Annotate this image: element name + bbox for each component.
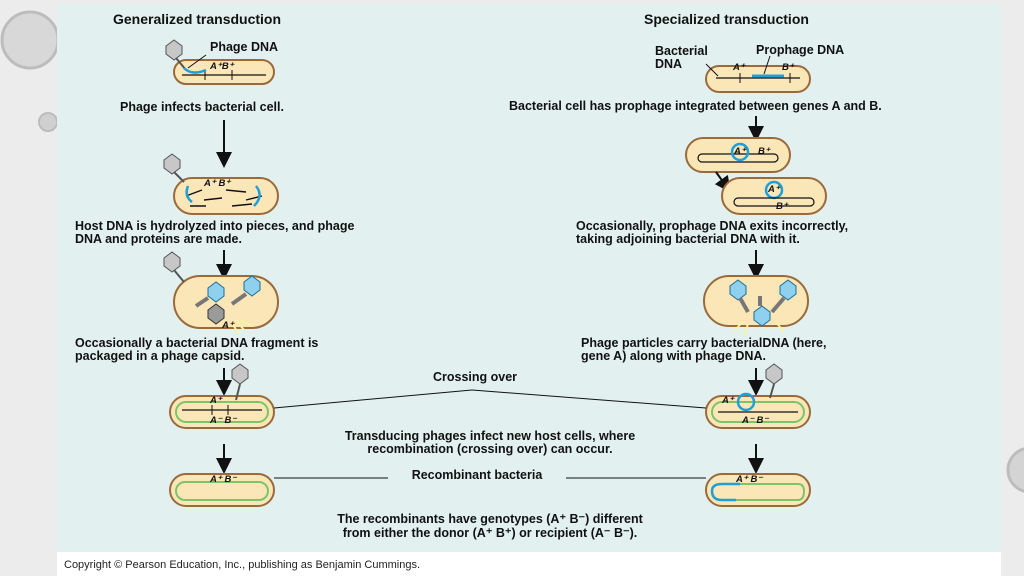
general-step4-gene-bottom: A⁻ B⁻ (210, 415, 237, 426)
special-step2b-gene-a: A⁺ (768, 184, 780, 195)
special-step4-gene-bottom: A⁻ B⁻ (742, 415, 769, 426)
general-step4-cell (169, 363, 275, 429)
phage-dna-label: Phage DNA (210, 40, 279, 54)
special-heading: Specialized transduction (644, 11, 809, 27)
special-step2-caption-line2: taking adjoining bacterial DNA with it. (576, 232, 800, 246)
general-step4-gene-top: A⁺ (210, 395, 222, 406)
general-step3-caption-line1: Occasionally a bacterial DNA fragment is (75, 336, 319, 350)
general-step1-cell (165, 39, 275, 85)
special-step2-gene-a: A⁺ (734, 146, 746, 157)
general-step1-gene: A⁺B⁺ (210, 61, 234, 72)
bacterial-dna-label-line2: DNA (655, 57, 683, 71)
recombinant-label: Recombinant bacteria (411, 468, 543, 482)
prophage-dna-label: Prophage DNA (756, 43, 845, 57)
special-step5-gene: A⁺ B⁻ (736, 474, 763, 485)
special-step4-gene-top: A⁺ (722, 395, 734, 406)
special-step2-cell-a (685, 137, 791, 173)
general-step3-caption-line2: packaged in a phage capsid. (75, 349, 245, 363)
general-step2-gene: A⁺ B⁺ (204, 178, 231, 189)
general-step5-gene: A⁺ B⁻ (210, 474, 237, 485)
special-step3-cell (703, 275, 809, 337)
general-step3-cell (163, 251, 279, 335)
general-step1-caption: Phage infects bacterial cell. (120, 100, 284, 114)
general-heading: Generalized transduction (113, 11, 282, 27)
special-step2-caption-line1: Occasionally, prophage DNA exits incorre… (576, 219, 849, 233)
crossing-over-lines (273, 389, 707, 409)
special-step5-cell (705, 473, 811, 507)
special-step1-gene-b: B⁺ (782, 62, 794, 73)
special-step1-gene-a: A⁺ (733, 62, 745, 73)
recombinants-caption-line1: The recombinants have genotypes (A⁺ B⁻) … (337, 512, 643, 526)
transducing-caption-line1: Transducing phages infect new host cells… (344, 429, 636, 443)
special-step2-gene-b: B⁺ (758, 146, 770, 157)
copyright-notice: Copyright © Pearson Education, Inc., pub… (64, 559, 421, 571)
crossing-over-label: Crossing over (432, 370, 518, 384)
general-step2-caption-line2: DNA and proteins are made. (75, 232, 242, 246)
special-step4-cell (705, 363, 811, 429)
special-step2b-gene-b: B⁺ (776, 201, 788, 212)
special-step3-caption-line1: Phage particles carry bacterialDNA (here… (581, 336, 827, 350)
special-step1-caption: Bacterial cell has prophage integrated b… (509, 99, 882, 113)
footer-band (57, 552, 1001, 576)
general-step2-cell (163, 153, 279, 215)
recombinants-caption-line2: from either the donor (A⁺ B⁺) or recipie… (342, 526, 638, 540)
special-step2-cell-b (721, 177, 827, 215)
general-step2-caption-line1: Host DNA is hydrolyzed into pieces, and … (75, 219, 355, 233)
general-step3-gene: A⁺ (222, 320, 234, 331)
special-step3-caption-line2: gene A) along with phage DNA. (581, 349, 766, 363)
bacterial-dna-label-line1: Bacterial (655, 44, 708, 58)
general-step5-cell (169, 473, 275, 507)
special-step1-cell (705, 55, 811, 93)
transducing-caption-line2: recombination (crossing over) can occur. (367, 442, 613, 456)
